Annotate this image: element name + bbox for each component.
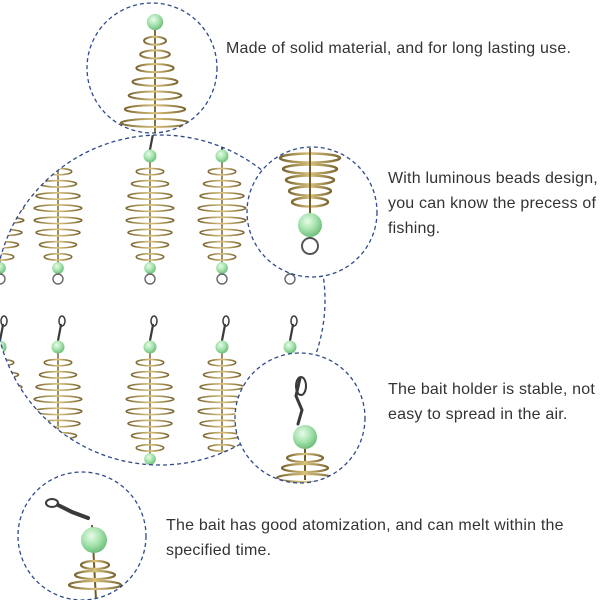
- luminous-bead-icon: [216, 453, 228, 465]
- luminous-bead-icon: [215, 340, 229, 354]
- swivel-clip-icon: [220, 315, 230, 342]
- luminous-bead-icon: [293, 425, 317, 449]
- feature-text-material: Made of solid material, and for long las…: [226, 40, 572, 57]
- luminous-bead-icon: [51, 149, 65, 163]
- luminous-bead-icon: [0, 453, 6, 465]
- spring-bait-feeder-icon: [125, 135, 175, 285]
- luminous-bead-icon: [144, 262, 156, 274]
- spring-bait-feeder-icon: [197, 135, 247, 285]
- swivel-clip-icon: [294, 376, 307, 426]
- detail-circle-top: [86, 2, 218, 134]
- swivel-clip-icon: [0, 135, 8, 151]
- luminous-bead-icon: [52, 262, 64, 274]
- spring-bait-feeder-icon: [0, 315, 25, 465]
- luminous-bead-icon: [298, 213, 322, 237]
- spring-bait-feeder-icon: [119, 13, 191, 133]
- luminous-bead-icon: [216, 262, 228, 274]
- luminous-bead-icon: [0, 149, 7, 163]
- feature-text-luminous: With luminous beads design, you can know…: [388, 170, 598, 237]
- luminous-bead-icon: [283, 340, 297, 354]
- luminous-bead-icon: [51, 340, 65, 354]
- luminous-bead-icon: [0, 340, 7, 354]
- feature-text-stable: The bait holder is stable, not easy to s…: [388, 381, 596, 423]
- luminous-bead-icon: [144, 453, 156, 465]
- luminous-bead-icon: [0, 262, 6, 274]
- luminous-bead-icon: [81, 527, 107, 553]
- swivel-clip-icon: [148, 315, 158, 342]
- swivel-clip-icon: [148, 135, 158, 151]
- luminous-bead-icon: [146, 13, 164, 31]
- swivel-clip-icon: [220, 135, 230, 151]
- detail-circle-clip: [234, 352, 366, 484]
- luminous-bead-icon: [143, 149, 157, 163]
- spring-bait-feeder-icon: [0, 135, 25, 285]
- swivel-clip-icon: [56, 135, 66, 151]
- luminous-bead-icon: [52, 453, 64, 465]
- feature-text-atomization: The bait has good atomization, and can m…: [166, 517, 564, 559]
- swivel-clip-icon: [288, 135, 298, 151]
- swivel-clip-icon: [45, 498, 90, 520]
- swivel-clip-icon: [56, 315, 66, 342]
- spring-bait-feeder-icon: [125, 315, 175, 465]
- luminous-bead-icon: [143, 340, 157, 354]
- swivel-clip-icon: [0, 315, 8, 342]
- detail-circle-bead: [246, 146, 378, 278]
- luminous-bead-icon: [215, 149, 229, 163]
- spring-bait-feeder-icon: [33, 315, 83, 465]
- swivel-clip-icon: [288, 315, 298, 342]
- detail-circle-swivel: [17, 471, 147, 600]
- spring-bait-feeder-icon: [33, 135, 83, 285]
